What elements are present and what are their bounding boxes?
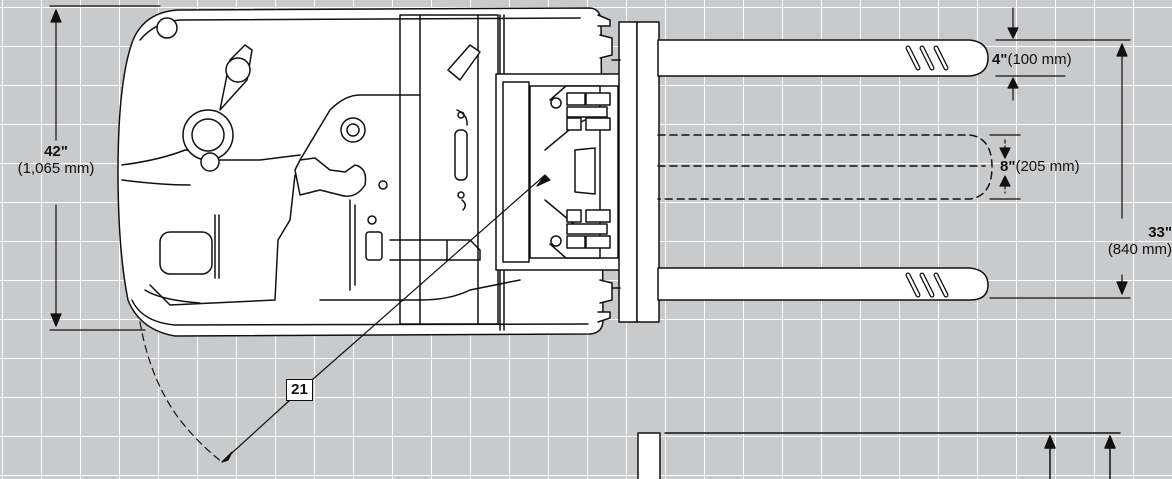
dimension-width-metric: (1,065 mm)	[17, 160, 95, 177]
dimension-lines	[49, 5, 1131, 331]
dimension-fork-width: 4"(100 mm)	[992, 51, 1072, 68]
carriage-assembly	[495, 21, 660, 323]
dashed-fork-position	[657, 134, 993, 200]
dimension-fork-thickness-imperial: 8"	[1000, 158, 1016, 175]
truck-body	[117, 7, 613, 337]
dimension-width-overall: 42" (1,065 mm)	[2, 143, 110, 177]
dimension-fork-spread-imperial: 33"	[1148, 224, 1172, 241]
upper-fork	[657, 39, 989, 77]
dimension-fork-thickness: 8"(205 mm)	[1000, 158, 1080, 175]
callout-leaders	[139, 174, 551, 463]
forks	[657, 39, 993, 301]
dimension-fork-width-imperial: 4"	[992, 51, 1008, 68]
dimension-fork-spread: 33" (840 mm)	[1078, 224, 1172, 258]
dimension-fork-width-metric: (100 mm)	[1007, 51, 1072, 68]
lower-fork	[657, 267, 989, 301]
callout-number-box: 21	[286, 379, 313, 401]
side-view-fragment	[637, 432, 1121, 479]
dimension-fork-thickness-metric: (205 mm)	[1015, 158, 1080, 175]
dimension-width-imperial: 42"	[44, 143, 68, 160]
dimension-fork-spread-metric: (840 mm)	[1107, 241, 1172, 258]
